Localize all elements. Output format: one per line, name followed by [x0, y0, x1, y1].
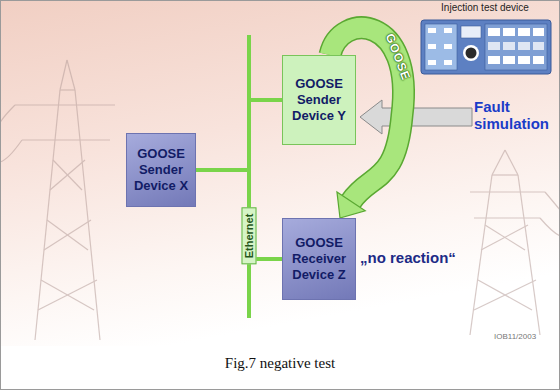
ethernet-link: [196, 170, 282, 259]
ethernet-line: [196, 100, 282, 170]
node-text: GOOSE Sender Device Y: [287, 76, 351, 125]
test-device: Injection test device: [416, 2, 554, 76]
bus-label: Ethernet: [242, 208, 257, 265]
fault-arrow: [360, 100, 472, 134]
figure-code: IOB11/2003: [494, 332, 536, 341]
node-text: Injection test device: [416, 2, 554, 14]
figure-caption: Fig.7 negative test: [0, 355, 560, 372]
arrow-head: [337, 192, 365, 218]
node-text: GOOSE Receiver Device Z: [287, 235, 351, 284]
test-device-picture: [421, 20, 551, 74]
reaction-note: „no reaction“: [360, 249, 456, 266]
ethernet-link: [196, 100, 282, 170]
receiver-device-box: GOOSE Receiver Device Z: [282, 218, 356, 300]
ethernet-line: [196, 170, 282, 259]
sender-device-box: GOOSE Sender Device X: [126, 133, 196, 207]
node-text: GOOSE Sender Device X: [131, 146, 191, 195]
fault-label: Fault simulation: [474, 98, 556, 133]
sender-device-box: GOOSE Sender Device Y: [282, 55, 356, 145]
